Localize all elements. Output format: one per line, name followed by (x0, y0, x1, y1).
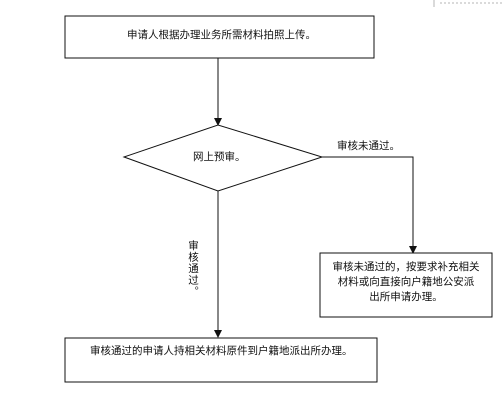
rejected-instruction-box (319, 252, 493, 318)
final-step-label: 审核通过的申请人持相关材料原件到户籍地派出所办理。 (90, 345, 353, 357)
upload-step-label: 申请人根据办理业务所需材料拍照上传。 (127, 29, 316, 41)
final-step-box (64, 337, 378, 383)
rejected-instruction-text: 审核未通过的，按要求补充相关 材料或向直接向户籍地公安派 出所申请办理。 (320, 260, 492, 305)
rejected-instruction-line: 出所申请办理。 (369, 291, 443, 303)
upload-step-box (64, 15, 375, 59)
rejected-branch-label: 审核未通过。 (337, 140, 400, 152)
rejected-instruction-line: 材料或向直接向户籍地公安派 (337, 276, 475, 288)
decision-label: 网上预审。 (193, 151, 246, 163)
rejected-instruction-line: 审核未通过的，按要求补充相关 (332, 261, 480, 273)
approved-branch-label: 审核通过。 (187, 240, 199, 298)
arrow-rejected-branch (322, 156, 417, 254)
page-corner-marks (433, 0, 504, 7)
